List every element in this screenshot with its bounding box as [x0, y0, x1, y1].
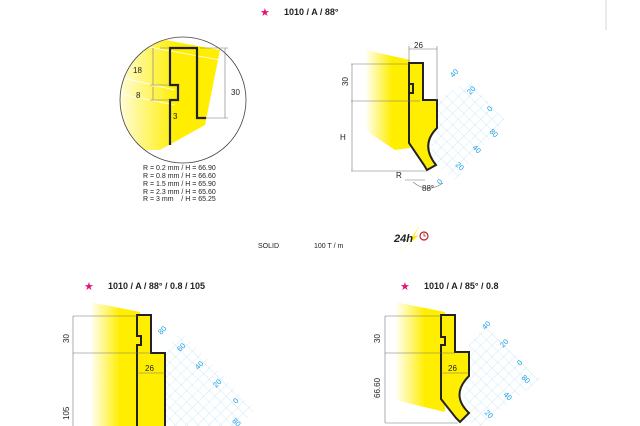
dim-h: H	[340, 133, 346, 142]
svg-text:40: 40	[448, 67, 460, 79]
svg-text:80: 80	[230, 416, 242, 426]
radius-row: R = 0.8 mm / H = 66.60	[143, 173, 216, 180]
dim-66-60: 66.60	[373, 377, 382, 398]
radius-row: R = 1.5 mm / H = 65.90	[143, 181, 216, 188]
depth-scale: 80 60 40 20 0 80	[156, 324, 243, 426]
svg-text:0: 0	[231, 396, 240, 405]
detail-circle: 18 8 3 30	[119, 36, 247, 164]
radius-row: R = 3 mm / H = 65.25	[143, 196, 216, 203]
dim-30: 30	[231, 88, 240, 97]
bottom-left-tool-title: 1010 / A / 88° / 0.8 / 105	[108, 281, 205, 291]
dim-30: 30	[373, 334, 382, 343]
svg-text:0: 0	[435, 177, 444, 186]
dim-26: 26	[448, 364, 457, 373]
radius-row: R = 2.3 mm / H = 65.60	[143, 189, 216, 196]
dim-105: 105	[62, 406, 71, 420]
dim-3: 3	[173, 112, 178, 121]
dim-r: R	[396, 171, 402, 180]
radius-table: R = 0.2 mm / H = 66.90 R = 0.8 mm / H = …	[143, 165, 216, 203]
bottom-right-tool-title: 1010 / A / 85° / 0.8	[424, 281, 498, 291]
top-tool-profile: 26 30 H R 88° 40 20 0 80 40 20 0	[340, 41, 505, 193]
radius-row: R = 0.2 mm / H = 66.90	[143, 165, 216, 172]
top-tool-title: 1010 / A / 88°	[284, 7, 339, 17]
dim-26: 26	[145, 364, 154, 373]
24h-logo: 24h	[393, 225, 429, 255]
type-label: SOLID	[258, 243, 279, 250]
svg-text:80: 80	[156, 324, 168, 336]
dim-18: 18	[133, 66, 142, 75]
svg-text:24h: 24h	[393, 233, 413, 245]
dim-angle: 88°	[422, 184, 434, 193]
dim-26: 26	[414, 41, 423, 50]
bottom-left-tool-profile: 30 26 105 80 60 40 20 0 80	[62, 302, 255, 426]
load-label: 100 T / m	[314, 243, 343, 250]
star-icon: ★	[400, 281, 410, 293]
bottom-right-tool-profile: 30 26 66.60 40 20 0 80 40 20	[373, 302, 540, 426]
star-icon: ★	[260, 7, 270, 19]
dim-30: 30	[341, 77, 350, 86]
svg-text:0: 0	[485, 104, 494, 113]
dim-30: 30	[62, 334, 71, 343]
svg-text:0: 0	[515, 358, 524, 367]
star-icon: ★	[84, 281, 94, 293]
dim-8: 8	[136, 91, 141, 100]
